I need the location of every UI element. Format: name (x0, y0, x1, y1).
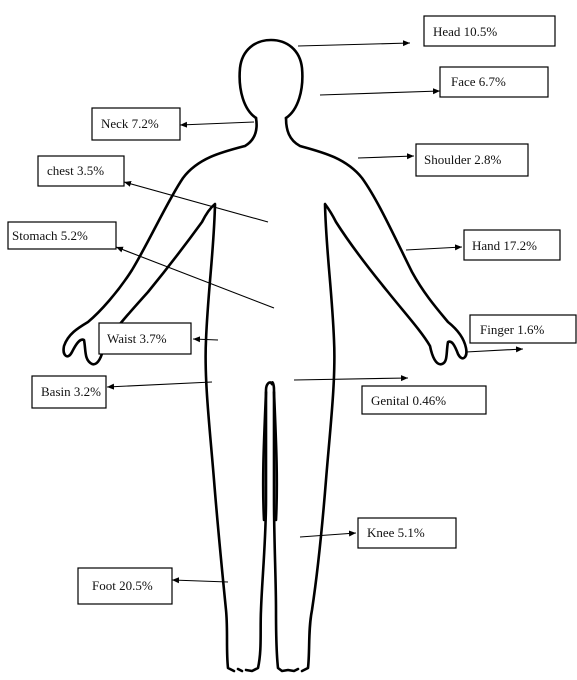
arrow-genital (294, 378, 408, 380)
label-shoulder: Shoulder 2.8% (416, 144, 528, 176)
arrow-stomach (116, 247, 274, 308)
label-stomach-text: Stomach 5.2% (12, 228, 88, 243)
label-head: Head 10.5% (424, 16, 555, 46)
label-face-text: Face 6.7% (451, 74, 506, 89)
label-stomach: Stomach 5.2% (8, 222, 116, 249)
arrow-hand (406, 247, 462, 250)
label-chest-text: chest 3.5% (47, 163, 104, 178)
label-finger-text: Finger 1.6% (480, 322, 544, 337)
label-face: Face 6.7% (440, 67, 548, 97)
label-genital-text: Genital 0.46% (371, 393, 446, 408)
label-hand-text: Hand 17.2% (472, 238, 537, 253)
arrow-chest (124, 182, 268, 222)
label-neck: Neck 7.2% (92, 108, 180, 140)
label-chest: chest 3.5% (38, 156, 124, 186)
label-basin: Basin 3.2% (32, 376, 106, 408)
label-hand: Hand 17.2% (464, 230, 560, 260)
arrow-foot (172, 580, 228, 582)
label-waist-text: Waist 3.7% (107, 331, 167, 346)
arrow-waist (193, 339, 218, 340)
arrow-knee (300, 533, 356, 537)
arrow-finger (466, 349, 523, 352)
label-head-text: Head 10.5% (433, 24, 497, 39)
arrow-basin (107, 382, 212, 387)
label-neck-text: Neck 7.2% (101, 116, 159, 131)
label-waist: Waist 3.7% (99, 323, 191, 354)
label-genital: Genital 0.46% (362, 386, 486, 414)
label-foot: Foot 20.5% (78, 568, 172, 604)
arrow-neck (180, 122, 254, 125)
label-knee: Knee 5.1% (358, 518, 456, 548)
label-shoulder-text: Shoulder 2.8% (424, 152, 501, 167)
label-foot-text: Foot 20.5% (92, 578, 153, 593)
body-head (240, 40, 303, 118)
arrow-face (320, 91, 440, 95)
label-basin-text: Basin 3.2% (41, 384, 101, 399)
arrow-shoulder (358, 156, 414, 158)
label-finger: Finger 1.6% (470, 315, 576, 343)
label-knee-text: Knee 5.1% (367, 525, 425, 540)
arrow-head (298, 43, 410, 46)
